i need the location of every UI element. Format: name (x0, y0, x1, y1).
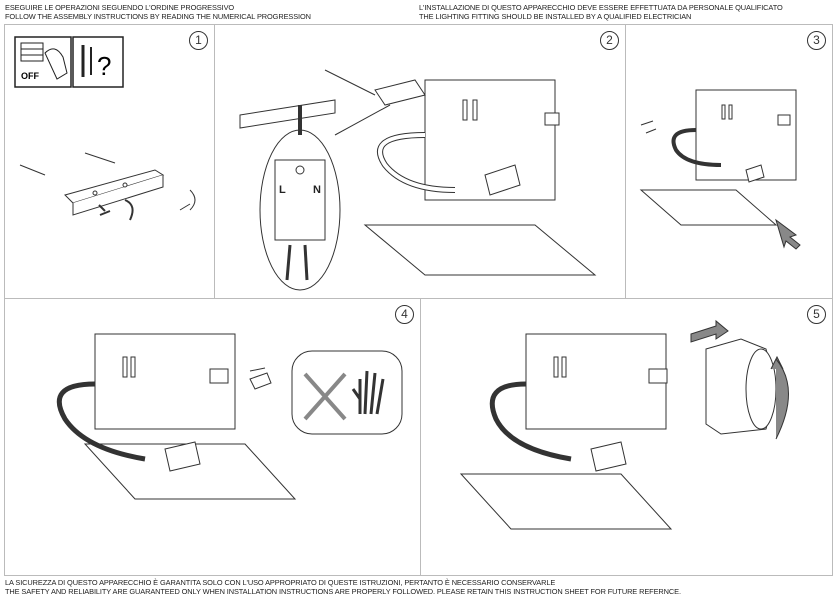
question-mark: ? (97, 51, 111, 81)
step-3-panel: 3 (625, 24, 833, 299)
footer-it: LA SICUREZZA DI QUESTO APPARECCHIO È GAR… (5, 578, 556, 587)
step-2-illustration: L N (239, 69, 597, 291)
arrow-icon (249, 367, 266, 372)
step-2-panel: L N 2 (214, 24, 626, 299)
header-left-it: ESEGUIRE LE OPERAZIONI SEGUENDO L'ORDINE… (5, 3, 235, 12)
step-4-illustration (56, 333, 403, 500)
step-3-illustration (639, 89, 801, 250)
header-right-it: L'INSTALLAZIONE DI QUESTO APPARECCHIO DE… (419, 3, 783, 12)
header-right-en: THE LIGHTING FITTING SHOULD BE INSTALLED… (419, 12, 692, 21)
footer: LA SICUREZZA DI QUESTO APPARECCHIO È GAR… (5, 578, 681, 596)
wall-bracket (19, 152, 196, 221)
power-off-icon (14, 36, 72, 88)
off-label: OFF (21, 71, 39, 81)
step-number: 3 (807, 31, 826, 50)
step-1-illustration: OFF ? (14, 36, 196, 221)
footer-en: THE SAFETY AND RELIABILITY ARE GUARANTEE… (5, 587, 681, 596)
step-1-panel: OFF ? 1 (4, 24, 215, 299)
terminal-n-label: N (313, 184, 321, 196)
step-number: 4 (395, 305, 414, 324)
step-5-panel: 5 (420, 298, 833, 576)
rotate-arrow-icon (770, 355, 789, 440)
step-number: 2 (600, 31, 619, 50)
step-4-panel: 4 (4, 298, 421, 576)
header-left-en: FOLLOW THE ASSEMBLY INSTRUCTIONS BY READ… (5, 12, 311, 21)
header-right: L'INSTALLAZIONE DI QUESTO APPARECCHIO DE… (419, 3, 783, 21)
screws-plugs-icon (72, 36, 124, 88)
arrow-left-icon (690, 319, 729, 343)
step-5-illustration (459, 319, 789, 530)
no-bare-hands-icon (303, 372, 347, 421)
glove-icon (351, 370, 385, 415)
arrow-icon (775, 218, 801, 250)
header-left: ESEGUIRE LE OPERAZIONI SEGUENDO L'ORDINE… (5, 3, 311, 21)
step-number: 1 (189, 31, 208, 50)
step-number: 5 (807, 305, 826, 324)
gloves-callout (291, 350, 403, 435)
terminal-l-label: L (279, 184, 286, 196)
